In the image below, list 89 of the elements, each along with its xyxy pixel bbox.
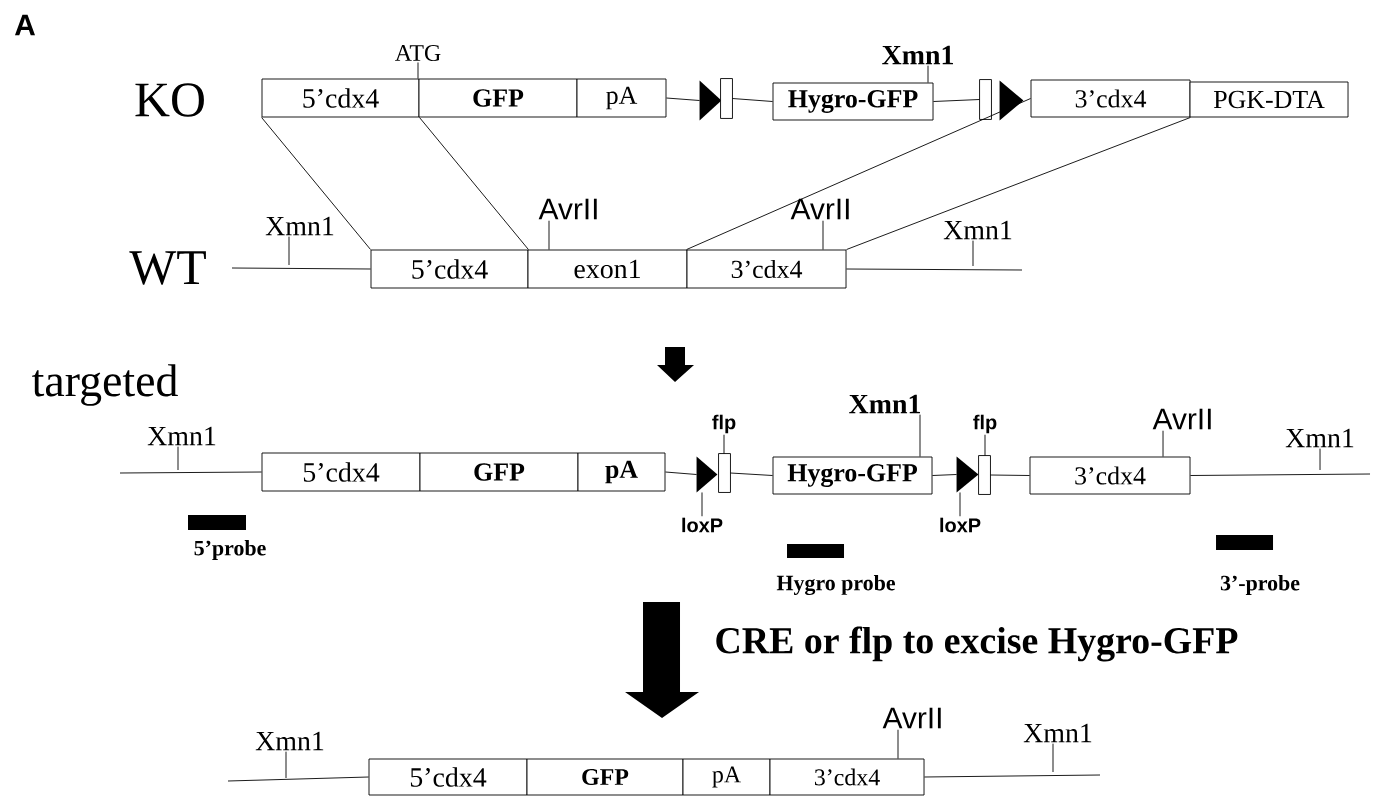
gene-segment-box: Hygro-GFP: [772, 82, 934, 121]
dna-line: [227, 776, 369, 782]
dna-line: [990, 474, 1030, 476]
site-label: AvrII: [882, 707, 941, 729]
gene-segment-box: 3’cdx4: [1030, 79, 1191, 118]
dna-line: [932, 474, 958, 476]
homology-line: [846, 117, 1191, 250]
gene-segment-box: 5’cdx4: [261, 78, 420, 118]
triangle-marker: [696, 456, 718, 493]
site-label: loxP: [682, 517, 723, 533]
small-box: [718, 453, 731, 493]
small-box: [720, 78, 733, 119]
site-label: flp: [973, 414, 997, 434]
leader-line: [919, 414, 921, 457]
gene-segment-box: pA: [682, 758, 771, 796]
site-label: AvrII: [790, 198, 849, 220]
leader-line: [984, 434, 986, 456]
site-label: Xmn1: [849, 394, 920, 414]
gene-segment-box: 5’cdx4: [261, 452, 421, 492]
dna-line: [231, 267, 371, 270]
leader-line: [1319, 448, 1321, 471]
label-text: A: [14, 14, 35, 36]
triangle-marker: [999, 80, 1024, 121]
site-label: AvrII: [1152, 408, 1211, 430]
leader-line: [548, 220, 550, 250]
node-label: 5’probe: [194, 540, 266, 560]
gene-segment-box: Hygro-GFP: [772, 456, 933, 495]
triangle-marker: [699, 80, 722, 121]
leader-line: [417, 62, 419, 79]
label-text: KO: [135, 83, 204, 117]
dna-line: [933, 99, 981, 102]
probe-bar: 5’probe: [188, 515, 266, 560]
label-text: WT: [129, 251, 206, 285]
gene-segment-box: GFP: [526, 758, 684, 796]
leader-line: [701, 492, 703, 517]
leader-line: [177, 446, 179, 471]
gene-segment-box: PGK-DTA: [1189, 81, 1349, 118]
site-label: Xmn1: [1285, 428, 1354, 448]
site-label: Xmn1: [943, 220, 1012, 240]
gene-segment-box: GFP: [418, 78, 578, 118]
gene-segment-box: pA: [576, 78, 667, 118]
leader-line: [723, 434, 725, 454]
site-label: flp: [712, 414, 736, 434]
gene-segment-box: exon1: [527, 249, 688, 289]
node-label: GFP: [582, 768, 629, 786]
small-box: [978, 455, 991, 495]
site-label: Xmn1: [882, 45, 953, 65]
small-box: [979, 79, 992, 120]
leader-line: [288, 236, 290, 266]
leader-line: [285, 751, 287, 779]
leader-line: [959, 492, 961, 517]
dna-line: [730, 472, 773, 476]
site-label: AvrII: [538, 198, 597, 220]
gene-segment-box: 3’cdx4: [686, 249, 847, 289]
node-label: Hygro probe: [776, 574, 896, 596]
leader-line: [822, 220, 824, 250]
dna-line: [666, 97, 700, 101]
label-text: CRE or flp to excise Hygro-GFP: [716, 626, 1238, 662]
leader-line: [972, 240, 974, 267]
gene-segment-box: pA: [577, 452, 666, 492]
dna-line: [924, 774, 1101, 778]
node-label: 3’-probe: [1220, 575, 1300, 595]
site-label: ATG: [395, 44, 441, 62]
gene-segment-box: 5’cdx4: [370, 249, 529, 289]
dna-line: [119, 471, 262, 474]
site-label: Xmn1: [147, 426, 216, 446]
leader-line: [927, 65, 929, 83]
leader-line: [1162, 430, 1164, 457]
dna-line: [1190, 473, 1371, 476]
dna-line: [732, 98, 773, 102]
gene-segment-box: 5’cdx4: [368, 758, 528, 796]
label-text: targeted: [32, 364, 178, 406]
gene-segment-box: 3’cdx4: [1029, 456, 1191, 495]
dna-line: [846, 268, 1023, 271]
leader-line: [1052, 743, 1054, 773]
site-label: loxP: [940, 517, 981, 533]
node-label: pA: [712, 766, 741, 788]
dna-line: [665, 471, 697, 475]
site-label: Xmn1: [1023, 723, 1092, 743]
site-label: Xmn1: [265, 216, 334, 236]
triangle-marker: [956, 456, 979, 493]
gene-segment-box: 3’cdx4: [769, 758, 925, 796]
site-label: Xmn1: [255, 731, 324, 751]
leader-line: [897, 729, 899, 759]
probe-bar: Hygro probe: [776, 544, 895, 596]
homology-line: [261, 117, 371, 250]
homology-line: [419, 117, 529, 250]
gene-segment-box: GFP: [419, 452, 579, 492]
probe-bar: 3’-probe: [1216, 535, 1300, 595]
